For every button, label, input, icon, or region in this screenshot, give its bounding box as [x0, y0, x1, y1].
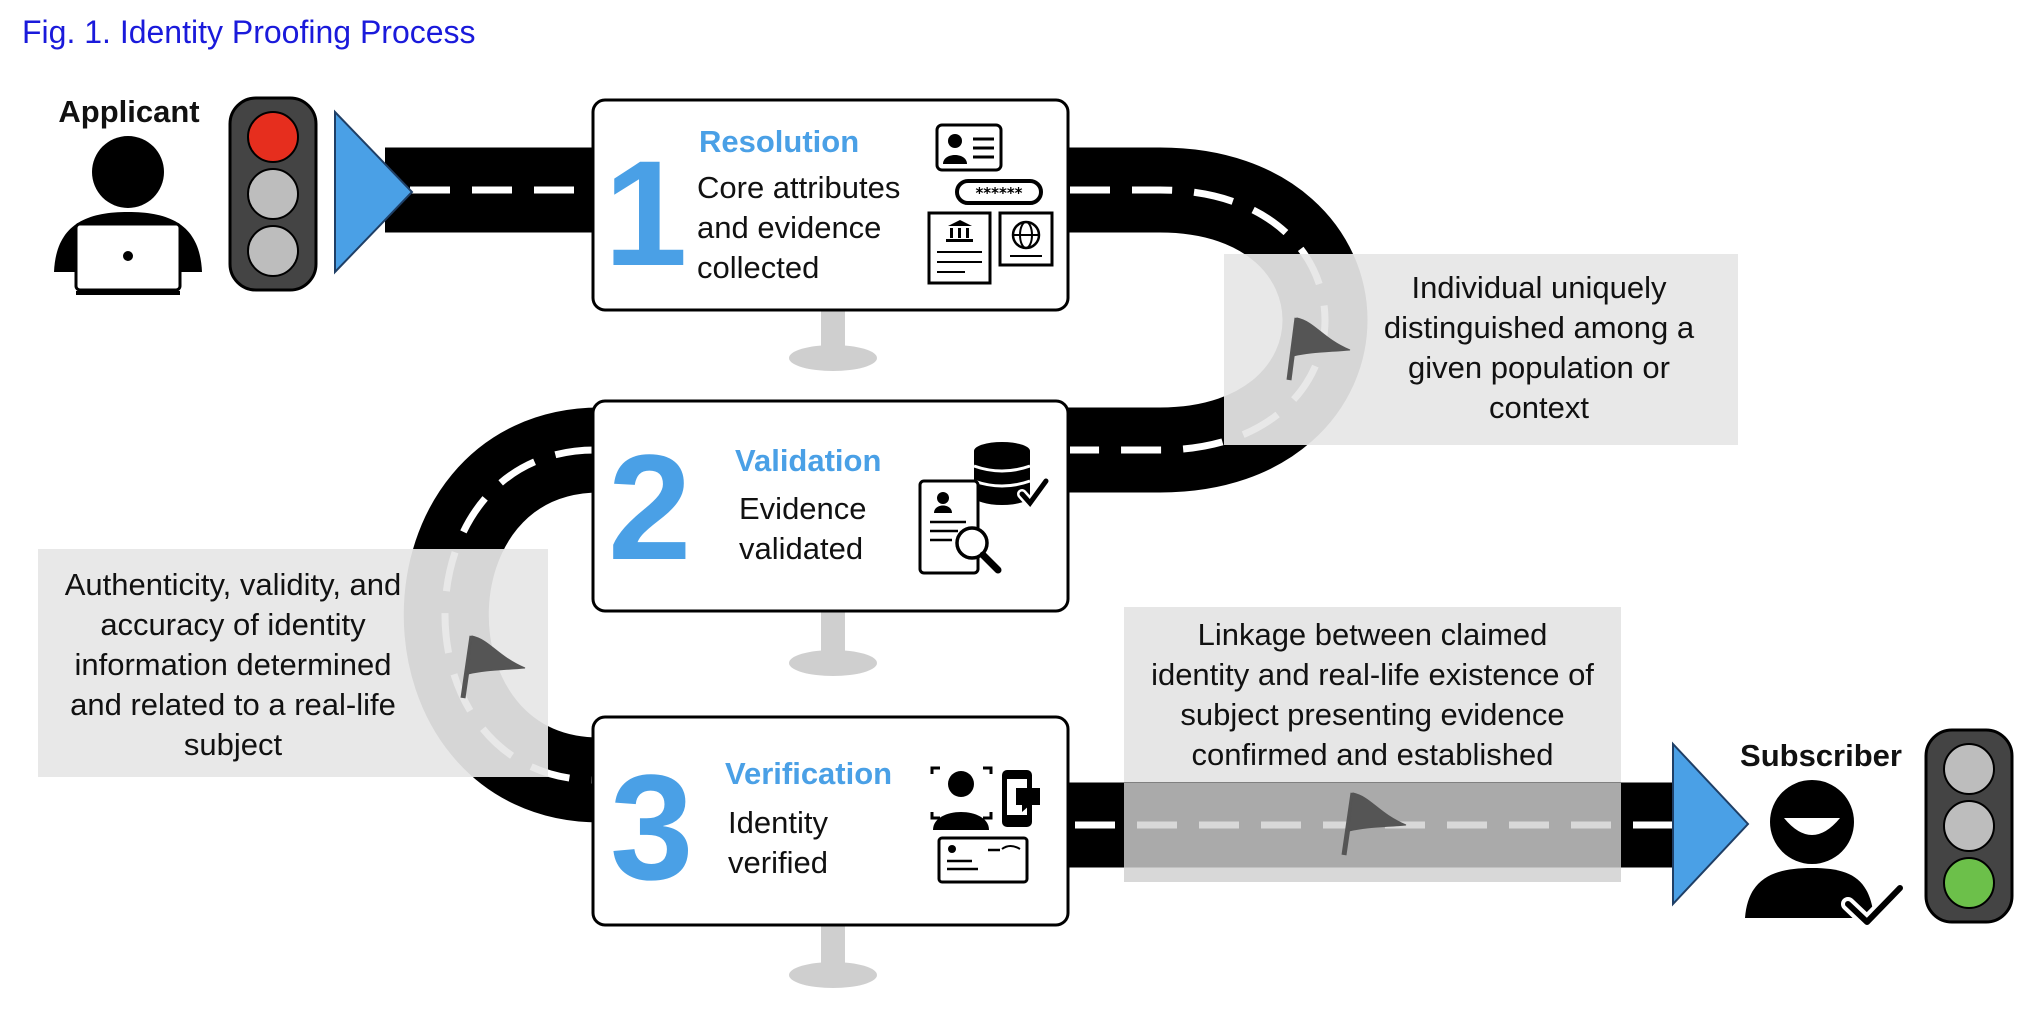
person-question-laptop-icon [54, 136, 202, 295]
note-verification-bg [1124, 607, 1621, 782]
id-card-password-documents-icon [927, 123, 1054, 285]
sign-posts [789, 306, 877, 988]
traffic-light-green-icon [1924, 728, 2014, 924]
face-phone-idcard-icon [930, 766, 1040, 884]
figure-title: Fig. 1. Identity Proofing Process [22, 14, 476, 50]
traffic-light-red-icon [228, 96, 318, 292]
applicant-label: Applicant [58, 94, 200, 129]
note-verification: Linkage between claimed identity and rea… [1151, 617, 1594, 772]
flag-icon [460, 635, 526, 699]
stage-title-validation: Validation [735, 443, 882, 478]
stage-number-2: 2 [608, 423, 692, 591]
stage-number-1: 1 [604, 129, 688, 297]
flag-icon [1286, 317, 1351, 381]
stage-number-3: 3 [610, 743, 694, 911]
note-validation-bg [38, 549, 548, 777]
person-smile-check-icon [1745, 780, 1907, 929]
database-document-magnifier-icon [918, 442, 1051, 575]
password-mask: ****** [975, 184, 1022, 202]
stage-description-validation: Evidence validated [739, 491, 867, 566]
subscriber-label: Subscriber [1740, 738, 1902, 773]
end-arrow [1672, 741, 1750, 907]
note-resolution: Individual uniquely distinguished among … [1383, 270, 1695, 425]
flag-icon [1341, 792, 1407, 856]
start-arrow [334, 109, 414, 275]
note-verification-road-overlay [1124, 783, 1621, 882]
stage-title-verification: Verification [725, 756, 893, 791]
stage-title-resolution: Resolution [699, 124, 860, 159]
stage-description-resolution: Core attributes and evidence collected [697, 170, 901, 285]
stage-description-verification: Identity verified [728, 805, 828, 880]
note-validation: Authenticity, validity, and accuracy of … [64, 567, 402, 762]
